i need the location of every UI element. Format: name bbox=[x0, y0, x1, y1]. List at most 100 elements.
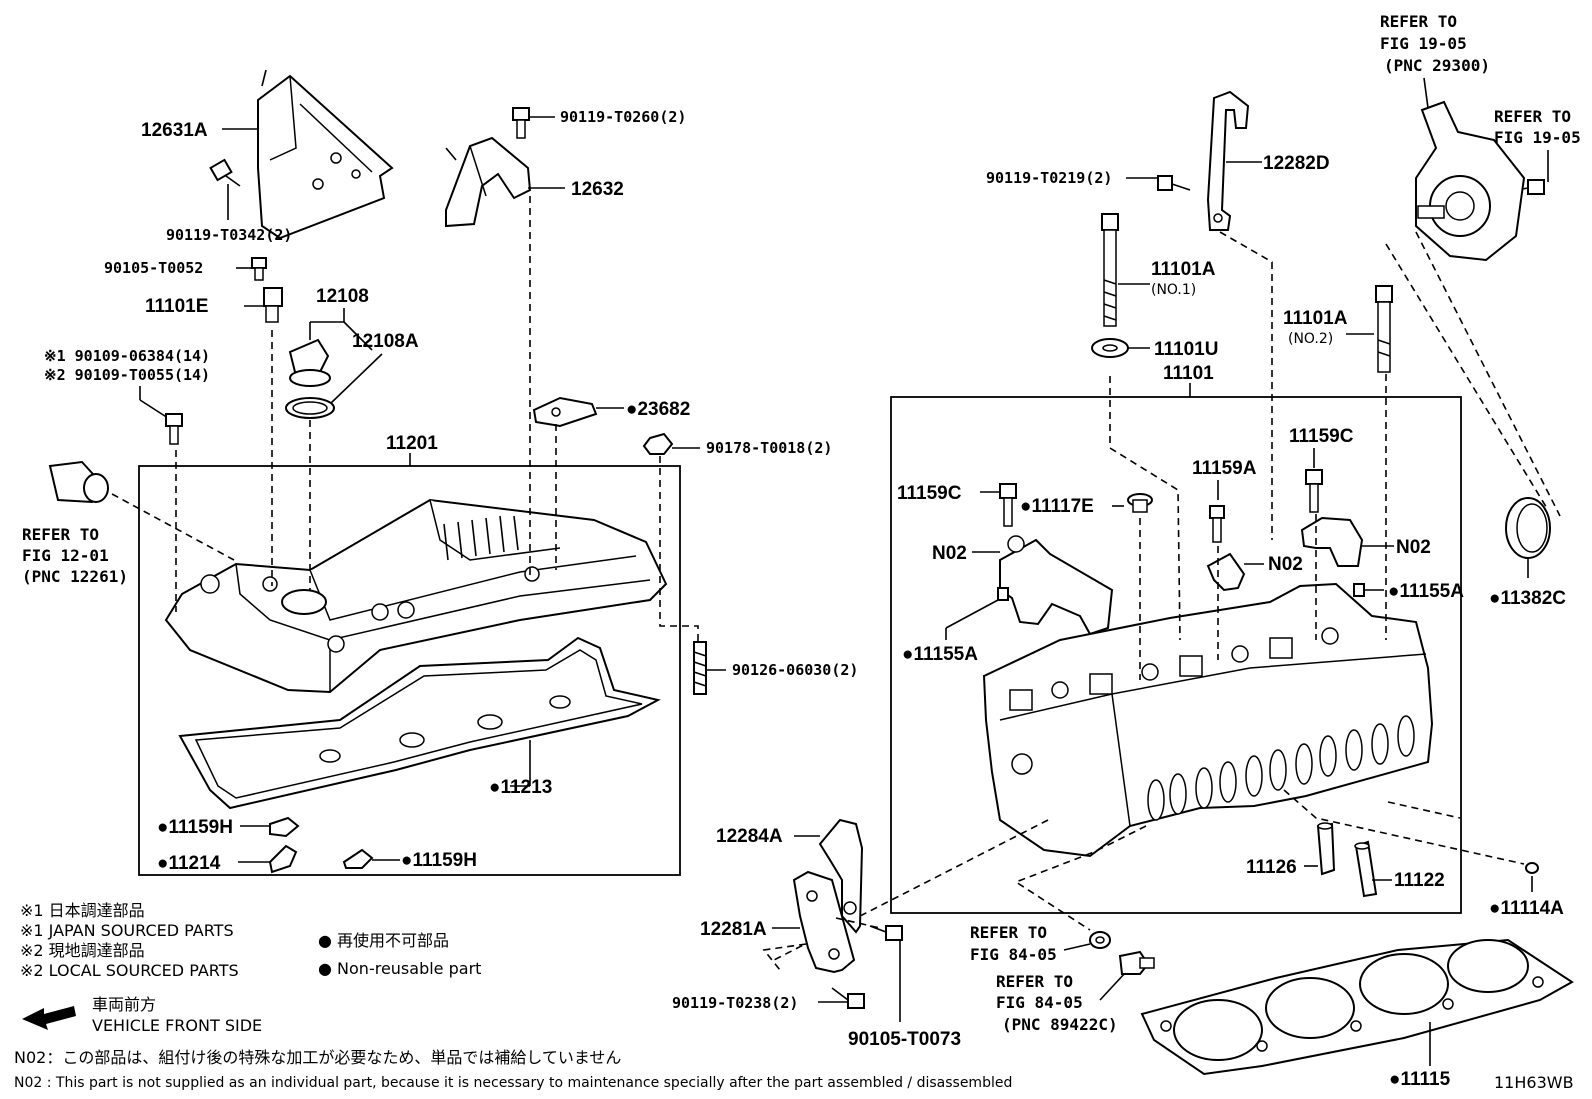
label-11159C-a: 11159C bbox=[897, 483, 962, 504]
bolt-11159C-b-icon bbox=[1305, 469, 1323, 513]
ref-fig-84-05-b-line3: (PNC 89422C) bbox=[1002, 1015, 1118, 1034]
legend-nonreusable-jp: ● 再使用不可部品 bbox=[318, 931, 449, 950]
label-11101A-no2-sub: (NO.2) bbox=[1288, 331, 1333, 347]
diagram-id: 11H63WB bbox=[1494, 1073, 1574, 1092]
legend-local-sourced-jp: ※2 現地調達部品 bbox=[20, 941, 145, 960]
legend-nonreusable-en: ● Non-reusable part bbox=[318, 959, 481, 978]
bolt-90119-T0342-icon bbox=[209, 158, 241, 187]
footnote-n02-jp: N02：この部品は、組付け後の特殊な加工が必要なため、単品では補給していません bbox=[14, 1048, 621, 1067]
label-11101E: 11101E bbox=[145, 296, 208, 317]
head-bolt-11101A-no1-icon bbox=[1101, 213, 1119, 327]
label-90119-T0219: 90119-T0219(2) bbox=[986, 169, 1112, 187]
cylinder-head-gasket-11115 bbox=[1140, 938, 1574, 1076]
pin-11155A-b-icon bbox=[1353, 583, 1365, 597]
camshaft-bearing-cap-n02-a bbox=[999, 535, 1114, 636]
label-90119-T0260: 90119-T0260(2) bbox=[560, 108, 686, 126]
label-11115: ●11115 bbox=[1389, 1069, 1451, 1090]
nut-90178-T0018-icon bbox=[642, 432, 674, 455]
label-90119-T0238: 90119-T0238(2) bbox=[672, 994, 798, 1012]
oil-seal-11382C-icon bbox=[1505, 497, 1551, 559]
label-23682: ●23682 bbox=[626, 399, 690, 420]
label-11159H-b: ●11159H bbox=[401, 850, 477, 871]
label-11126: 11126 bbox=[1246, 857, 1297, 878]
cylinder-head-cover-11201 bbox=[164, 498, 668, 694]
legend-front-en: VEHICLE FRONT SIDE bbox=[92, 1016, 262, 1035]
plug-11114A-icon bbox=[1525, 862, 1539, 874]
cylinder-head-11101 bbox=[982, 582, 1434, 858]
oil-filler-cap-12108-icon bbox=[288, 338, 331, 387]
label-11155A-b: ●11155A bbox=[1388, 581, 1464, 602]
label-11101U: 11101U bbox=[1154, 339, 1218, 360]
bolt-90119-T0238-icon bbox=[831, 987, 865, 1009]
label-90105-T0073: 90105-T0073 bbox=[848, 1029, 961, 1050]
label-11117E: ●11117E bbox=[1020, 496, 1094, 517]
label-11101: 11101 bbox=[1163, 363, 1214, 384]
label-90126-06030: 90126-06030(2) bbox=[732, 661, 858, 679]
ref-fig-19-05-a-line3: (PNC 29300) bbox=[1384, 56, 1490, 75]
ref-fig-19-05-b-line2: FIG 19-05 bbox=[1494, 128, 1581, 147]
bolt-90119-T0219-icon bbox=[1157, 175, 1191, 191]
guide-11122-icon bbox=[1354, 840, 1378, 898]
label-11159A: 11159A bbox=[1192, 458, 1257, 479]
guide-11126-icon bbox=[1316, 822, 1336, 876]
engine-hanger-12631A bbox=[257, 69, 394, 240]
ref-fig-84-05-a-line2: FIG 84-05 bbox=[970, 945, 1057, 964]
bolt-90109-icon bbox=[165, 413, 183, 445]
gasket-23682-icon bbox=[532, 396, 598, 428]
gasket-11214-icon bbox=[268, 844, 298, 874]
bolt-90105-T0052-icon bbox=[251, 257, 267, 281]
ref-fig-12-01-line3: (PNC 12261) bbox=[22, 567, 128, 586]
ref-fig-19-05-a-line2: FIG 19-05 bbox=[1380, 34, 1467, 53]
footnote-n02-en: N02 : This part is not supplied as an in… bbox=[14, 1075, 1012, 1091]
ref-fig-84-05-b-line2: FIG 84-05 bbox=[996, 993, 1083, 1012]
label-90109-T0055: ※2 90109-T0055(14) bbox=[44, 366, 210, 384]
washer-11101U-icon bbox=[1091, 338, 1129, 358]
label-11382C: ●11382C bbox=[1489, 588, 1566, 609]
label-11101A-no1-sub: (NO.1) bbox=[1151, 282, 1196, 298]
vehicle-front-arrow-icon bbox=[22, 1006, 76, 1030]
label-11155A-a: ●11155A bbox=[902, 644, 978, 665]
engine-hanger-12282D bbox=[1206, 90, 1250, 231]
label-11159H-a: ●11159H bbox=[157, 817, 233, 838]
label-12284A: 12284A bbox=[716, 826, 783, 847]
bolt-90119-T0260-icon bbox=[512, 107, 530, 139]
cylinder-head-group-box bbox=[890, 396, 1462, 914]
temperature-sensor-89422C-icon bbox=[1118, 950, 1155, 975]
label-12631A: 12631A bbox=[141, 120, 208, 141]
label-11122: 11122 bbox=[1394, 870, 1445, 891]
ref-fig-12-01-line1: REFER TO bbox=[22, 525, 99, 544]
label-11213: ●11213 bbox=[489, 777, 552, 798]
ref-fig-19-05-b-line1: REFER TO bbox=[1494, 107, 1571, 126]
label-11101A-no1: 11101A bbox=[1151, 259, 1216, 280]
label-N02-c: N02 bbox=[1396, 537, 1431, 558]
label-11114A: ●11114A bbox=[1489, 898, 1564, 919]
sensor-hole-plug-icon bbox=[1089, 931, 1111, 949]
label-90119-T0342: 90119-T0342(2) bbox=[166, 226, 292, 244]
pin-11155A-a-icon bbox=[997, 587, 1009, 601]
camshaft-bearing-cap-n02-c bbox=[1300, 516, 1364, 567]
label-11201: 11201 bbox=[386, 433, 438, 454]
vacuum-pump-29300 bbox=[1415, 100, 1526, 262]
plug-11117E-icon bbox=[1127, 493, 1153, 513]
stud-90126-06030-icon bbox=[693, 641, 707, 695]
label-12282D: 12282D bbox=[1263, 153, 1330, 174]
label-11214: ●11214 bbox=[157, 853, 221, 874]
label-90109-06384: ※1 90109-06384(14) bbox=[44, 347, 210, 365]
ref-fig-84-05-a-line1: REFER TO bbox=[970, 923, 1047, 942]
label-12632: 12632 bbox=[571, 179, 624, 200]
legend-japan-sourced-en: ※1 JAPAN SOURCED PARTS bbox=[20, 921, 234, 940]
cap-gasket-12108A-icon bbox=[285, 397, 335, 419]
bracket-12632 bbox=[445, 136, 532, 228]
legend-japan-sourced-jp: ※1 日本調達部品 bbox=[20, 901, 145, 920]
label-90178-T0018: 90178-T0018(2) bbox=[706, 439, 832, 457]
ref-fig-12-01-line2: FIG 12-01 bbox=[22, 546, 109, 565]
label-12108: 12108 bbox=[316, 286, 369, 307]
bolt-11159A-icon bbox=[1209, 505, 1225, 543]
label-11101A-no2: 11101A bbox=[1283, 308, 1348, 329]
pipe-12261-icon bbox=[48, 460, 109, 504]
label-90105-T0052: 90105-T0052 bbox=[104, 259, 203, 277]
bolt-11159C-a-icon bbox=[999, 483, 1017, 527]
head-cover-gasket-11213 bbox=[178, 636, 661, 810]
engine-hanger-12281A bbox=[792, 870, 856, 974]
